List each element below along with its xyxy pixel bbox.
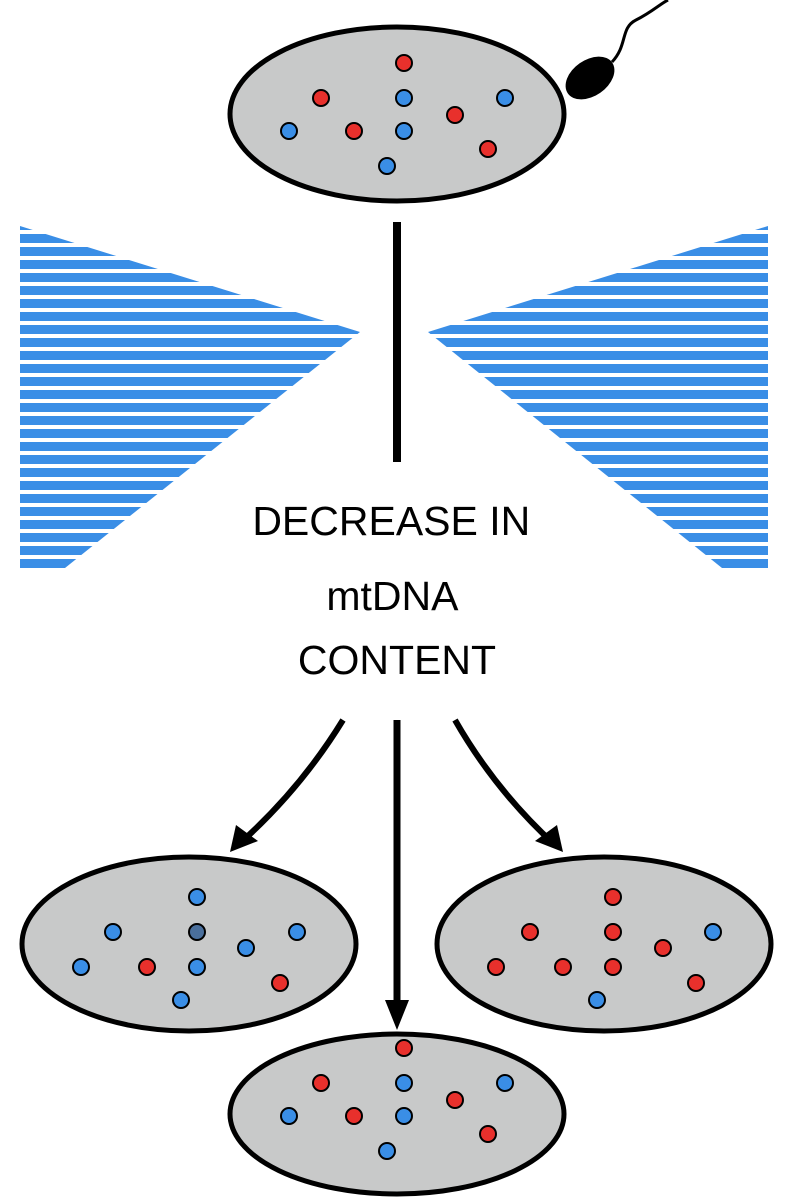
mutant-mtdna-dot xyxy=(521,923,539,941)
top-cell xyxy=(227,24,567,204)
mutant-mtdna-dot xyxy=(487,958,505,976)
mutant-mtdna-dot xyxy=(654,939,672,957)
mutant-mtdna-dot xyxy=(345,122,363,140)
wildtype-mtdna-dot xyxy=(378,157,396,175)
mutant-mtdna-dot xyxy=(479,140,497,158)
wildtype-mtdna-dot xyxy=(496,89,514,107)
wildtype-mtdna-dot xyxy=(188,923,206,941)
wildtype-mtdna-dot xyxy=(104,923,122,941)
wildtype-mtdna-dot xyxy=(395,122,413,140)
offspring-cell-right xyxy=(434,854,774,1034)
mutant-mtdna-dot xyxy=(312,1074,330,1092)
offspring-cell-right-body xyxy=(434,854,774,1034)
offspring-cell-center xyxy=(227,1031,567,1197)
arrow-icon xyxy=(452,718,558,848)
bottleneck-label: DECREASE IN mtDNA CONTENT xyxy=(252,498,541,683)
top-cell-body xyxy=(227,24,567,204)
wildtype-mtdna-dot xyxy=(280,1107,298,1125)
bottleneck-left-wedge xyxy=(20,226,360,568)
label-line-2: mtDNA xyxy=(326,573,459,619)
wildtype-mtdna-dot xyxy=(237,939,255,957)
wildtype-mtdna-dot xyxy=(496,1074,514,1092)
arrows xyxy=(230,718,563,1030)
arrow-right-head xyxy=(535,825,563,852)
bottleneck-right-wedge xyxy=(428,226,768,568)
mutant-mtdna-dot xyxy=(479,1125,497,1143)
wildtype-mtdna-dot xyxy=(188,888,206,906)
wildtype-mtdna-dot xyxy=(588,991,606,1009)
mutant-mtdna-dot xyxy=(604,888,622,906)
mutant-mtdna-dot xyxy=(395,1039,413,1057)
wildtype-mtdna-dot xyxy=(72,958,90,976)
wildtype-mtdna-dot xyxy=(395,89,413,107)
wildtype-mtdna-dot xyxy=(704,923,722,941)
offspring-cell-left-body xyxy=(19,854,359,1034)
mutant-mtdna-dot xyxy=(271,974,289,992)
offspring-cell-left xyxy=(19,854,359,1034)
mutant-mtdna-dot xyxy=(446,106,464,124)
label-line-1: DECREASE IN xyxy=(252,498,530,544)
wildtype-mtdna-dot xyxy=(172,991,190,1009)
label-line-3: CONTENT xyxy=(298,637,496,683)
wildtype-mtdna-dot xyxy=(280,122,298,140)
wildtype-mtdna-dot xyxy=(395,1074,413,1092)
wildtype-mtdna-dot xyxy=(188,958,206,976)
sperm-icon xyxy=(565,0,669,100)
mutant-mtdna-dot xyxy=(312,89,330,107)
wildtype-mtdna-dot xyxy=(395,1107,413,1125)
mutant-mtdna-dot xyxy=(446,1091,464,1109)
wildtype-mtdna-dot xyxy=(378,1142,396,1160)
wildtype-mtdna-dot xyxy=(288,923,306,941)
mutant-mtdna-dot xyxy=(687,974,705,992)
arrow-left-head xyxy=(230,825,258,852)
arrow-icon xyxy=(236,718,346,848)
mutant-mtdna-dot xyxy=(138,958,156,976)
bottleneck-funnel xyxy=(20,226,768,568)
mutant-mtdna-dot xyxy=(554,958,572,976)
mutant-mtdna-dot xyxy=(604,923,622,941)
arrow-center-head xyxy=(385,1000,409,1030)
mutant-mtdna-dot xyxy=(345,1107,363,1125)
mutant-mtdna-dot xyxy=(395,54,413,72)
mutant-mtdna-dot xyxy=(604,958,622,976)
